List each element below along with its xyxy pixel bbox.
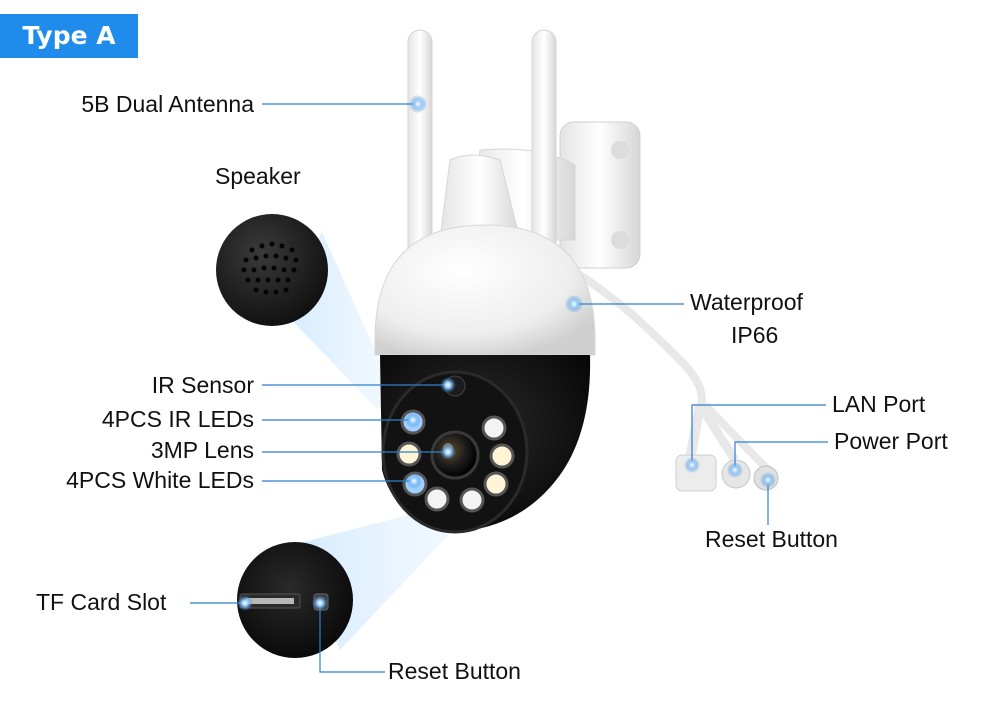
- camera-housing: [374, 224, 596, 356]
- label-lens: 3MP Lens: [150, 437, 254, 463]
- label-ir-sensor: IR Sensor: [151, 372, 254, 398]
- label-white-leds: 4PCS White LEDs: [66, 467, 254, 493]
- antenna-left: [407, 29, 433, 271]
- marker-dots: [237, 95, 776, 611]
- label-tf-card: TF Card Slot: [36, 589, 167, 615]
- label-reset-bottom: Reset Button: [388, 658, 521, 684]
- speaker-zoom: [216, 214, 328, 326]
- label-waterproof: Waterproof: [690, 289, 803, 315]
- label-reset-cable: Reset Button: [705, 526, 838, 552]
- speaker-grille: [241, 241, 299, 295]
- type-badge: Type A: [0, 14, 138, 58]
- tf-card-slot-graphic: [246, 598, 294, 604]
- label-power-port: Power Port: [834, 428, 948, 454]
- label-lan-port: LAN Port: [832, 391, 926, 417]
- label-ir-leds: 4PCS IR LEDs: [101, 406, 254, 432]
- label-ip-rating: IP66: [731, 322, 779, 348]
- leader-lines: [190, 103, 828, 673]
- cable: [569, 266, 706, 412]
- label-speaker: Speaker: [215, 163, 301, 189]
- label-antenna: 5B Dual Antenna: [81, 91, 254, 117]
